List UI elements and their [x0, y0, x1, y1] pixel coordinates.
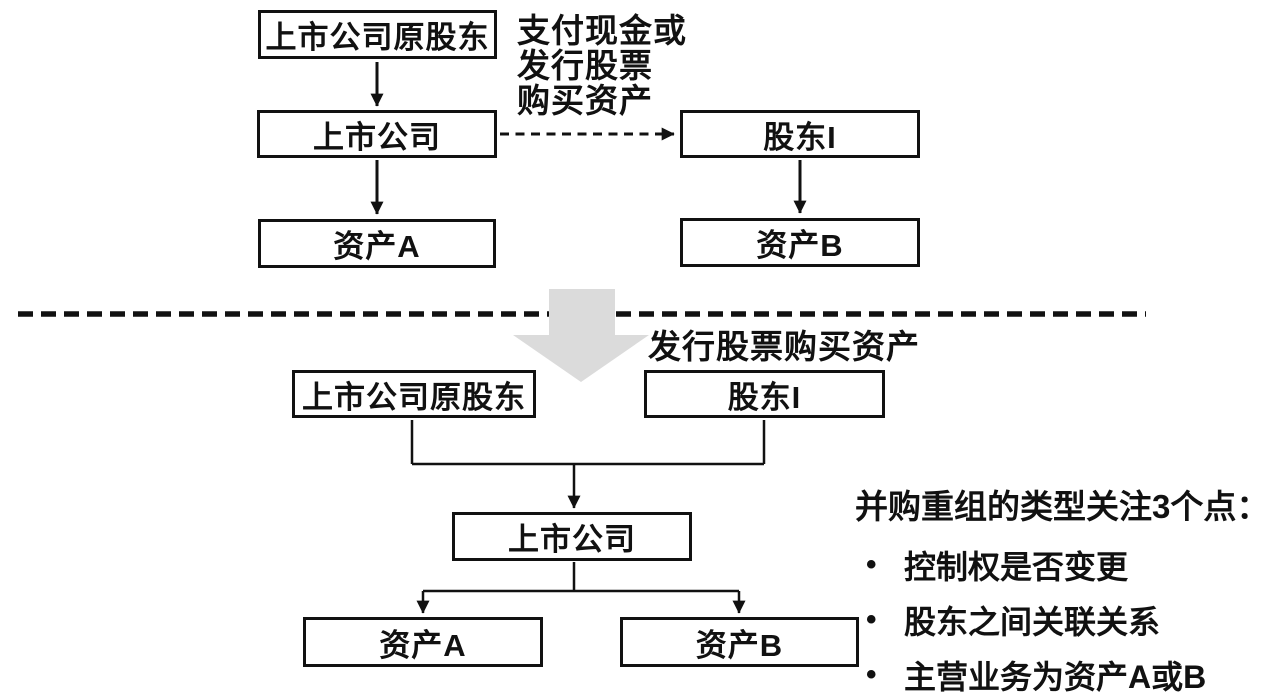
notes-title: 并购重组的类型关注3个点：: [855, 488, 1270, 525]
transition-label: 发行股票购买资产: [648, 328, 920, 365]
box-after-asset-b: 资产B: [620, 617, 859, 667]
split-connector: [423, 562, 739, 593]
box-before-asset-a: 资产A: [258, 219, 496, 268]
note-item-shareholder-relation: • 股东之间关联关系: [866, 597, 1160, 643]
bullet-icon: •: [866, 658, 877, 691]
box-before-original-shareholders: 上市公司原股东: [258, 10, 497, 59]
note-item-main-business: • 主营业务为资产A或B: [866, 652, 1206, 693]
box-before-shareholder-i: 股东I: [680, 110, 920, 158]
box-after-shareholder-i: 股东I: [644, 370, 885, 418]
note-item-label: 股东之间关联关系: [904, 604, 1161, 640]
merge-connector: [410, 420, 766, 466]
note-item-label: 主营业务为资产A或B: [904, 659, 1207, 693]
note-item-control-change: • 控制权是否变更: [866, 542, 1128, 588]
box-before-asset-b: 资产B: [680, 218, 920, 267]
box-before-listed-company: 上市公司: [257, 110, 497, 158]
box-after-listed-company: 上市公司: [452, 512, 692, 561]
box-after-asset-a: 资产A: [303, 617, 543, 667]
box-after-original-shareholders: 上市公司原股东: [292, 370, 536, 418]
payment-method-annotation: 支付现金或 发行股票 购买资产: [517, 12, 687, 119]
note-item-label: 控制权是否变更: [904, 549, 1129, 585]
big-down-arrow: [513, 289, 649, 382]
bullet-icon: •: [866, 548, 877, 581]
bullet-icon: •: [866, 603, 877, 636]
